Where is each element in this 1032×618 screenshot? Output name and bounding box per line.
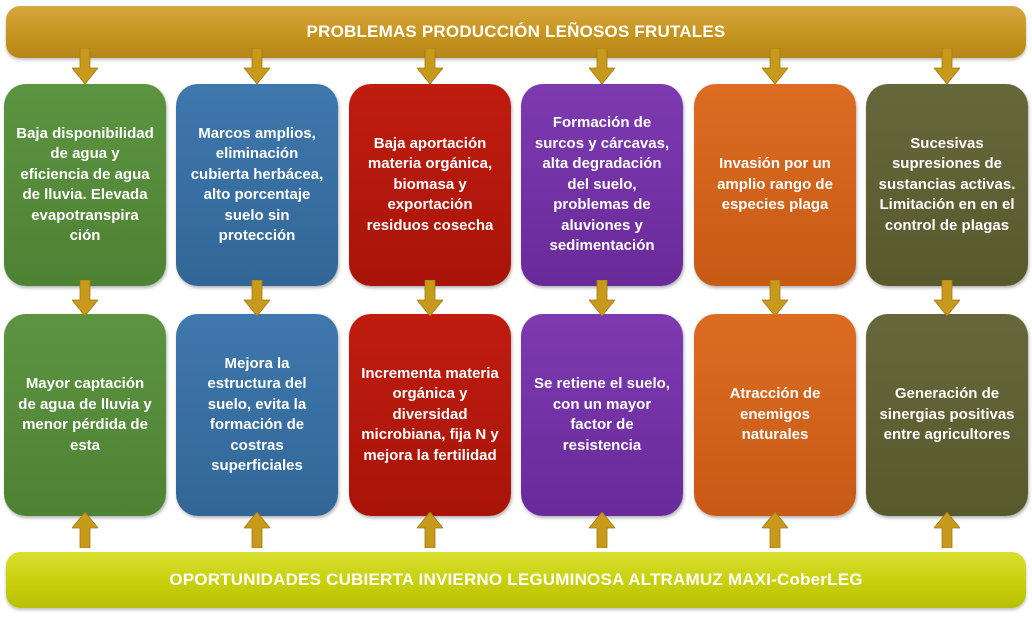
opportunity-text: Se retiene el suelo, con un mayor factor… (534, 375, 670, 454)
opportunity-box-organic-matter: Incrementa materia orgánica y diversidad… (349, 314, 511, 516)
opportunities-title: OPORTUNIDADES CUBIERTA INVIERNO LEGUMINO… (169, 570, 863, 589)
problem-box-pests: Invasión por un amplio rango de especies… (694, 84, 856, 286)
problem-text: Baja disponibilidad de agua y eficiencia… (16, 124, 154, 245)
down-arrow-icon (72, 280, 98, 316)
opportunity-text: Incrementa materia orgánica y diversidad… (361, 364, 499, 464)
problem-text: Formación de surcos y cárcavas, alta deg… (534, 114, 670, 255)
down-arrow-icon (417, 48, 443, 84)
down-arrow-icon (762, 280, 788, 316)
down-arrow-icon (589, 48, 615, 84)
problem-text: Marcos amplios, eliminación cubierta her… (190, 124, 324, 245)
opportunity-box-natural-enemies: Atracción de enemigos naturales (694, 314, 856, 516)
problem-box-erosion: Formación de surcos y cárcavas, alta deg… (521, 84, 683, 286)
opportunities-banner: OPORTUNIDADES CUBIERTA INVIERNO LEGUMINO… (6, 552, 1026, 608)
problem-box-active-substances: Sucesivas supresiones de sustancias acti… (866, 84, 1028, 286)
up-arrow-icon (762, 512, 788, 548)
problem-box-soil-cover: Marcos amplios, eliminación cubierta her… (176, 84, 338, 286)
opportunity-box-soil-structure: Mejora la estructura del suelo, evita la… (176, 314, 338, 516)
opportunity-text: Mejora la estructura del suelo, evita la… (207, 354, 307, 475)
up-arrow-icon (244, 512, 270, 548)
problems-banner: PROBLEMAS PRODUCCIÓN LEÑOSOS FRUTALES (6, 6, 1026, 58)
problem-text: Sucesivas supresiones de sustancias acti… (878, 134, 1016, 234)
problem-text: Baja aportación materia orgánica, biomas… (366, 134, 494, 234)
down-arrow-icon (244, 48, 270, 84)
up-arrow-icon (417, 512, 443, 548)
down-arrow-icon (934, 48, 960, 84)
down-arrow-icon (72, 48, 98, 84)
problem-box-water: Baja disponibilidad de agua y eficiencia… (4, 84, 166, 286)
opportunity-box-synergies: Generación de sinergias positivas entre … (866, 314, 1028, 516)
opportunity-text: Generación de sinergias positivas entre … (879, 385, 1015, 444)
down-arrow-icon (589, 280, 615, 316)
up-arrow-icon (934, 512, 960, 548)
up-arrow-icon (72, 512, 98, 548)
down-arrow-icon (417, 280, 443, 316)
up-arrow-icon (589, 512, 615, 548)
problem-text: Invasión por un amplio rango de especies… (717, 155, 833, 214)
opportunity-box-soil-retention: Se retiene el suelo, con un mayor factor… (521, 314, 683, 516)
problems-title: PROBLEMAS PRODUCCIÓN LEÑOSOS FRUTALES (306, 22, 726, 41)
opportunity-box-water: Mayor captación de agua de lluvia y meno… (4, 314, 166, 516)
down-arrow-icon (244, 280, 270, 316)
problem-box-organic-matter: Baja aportación materia orgánica, biomas… (349, 84, 511, 286)
opportunity-text: Atracción de enemigos naturales (729, 385, 821, 444)
opportunity-text: Mayor captación de agua de lluvia y meno… (18, 375, 152, 454)
down-arrow-icon (762, 48, 788, 84)
down-arrow-icon (934, 280, 960, 316)
